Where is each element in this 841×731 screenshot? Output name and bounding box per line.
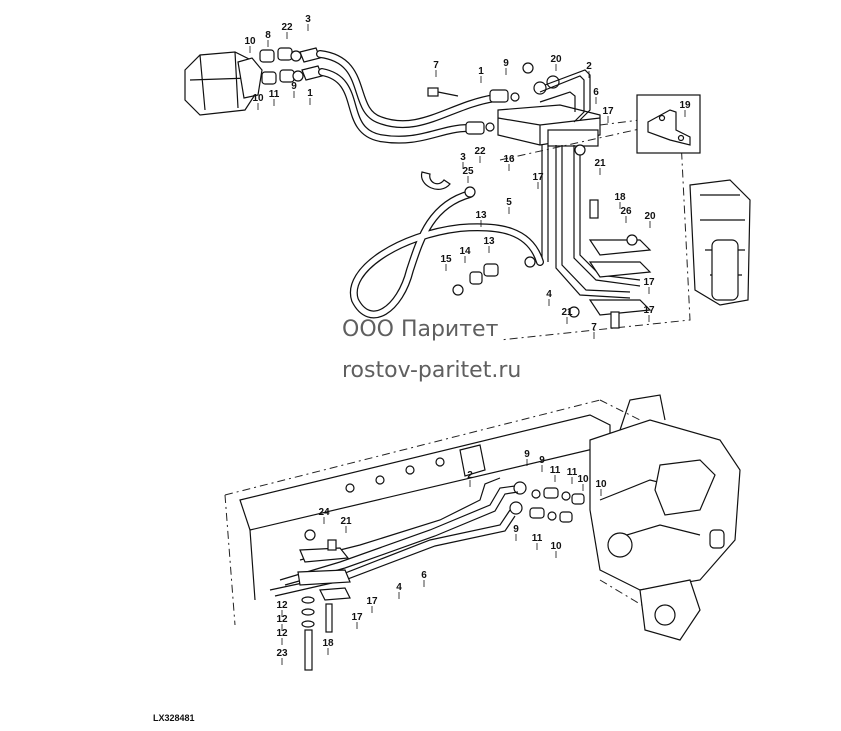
callout-17: 17 (602, 106, 614, 117)
callout-21: 21 (340, 516, 352, 527)
callout-11: 11 (532, 533, 543, 544)
callout-11: 11 (550, 465, 561, 476)
tube-clamps-bottom (297, 529, 351, 671)
callout-10: 10 (577, 474, 589, 485)
figure-code: LX328481 (153, 713, 195, 723)
rear-valve-block (589, 394, 741, 641)
callout-11: 11 (269, 89, 280, 100)
callout-5: 5 (506, 197, 512, 208)
callout-9: 9 (524, 449, 530, 460)
pump-housing (184, 51, 263, 116)
callout-17: 17 (351, 612, 363, 623)
callout-10: 10 (595, 479, 607, 490)
callout-21: 21 (594, 158, 606, 169)
callout-3: 3 (305, 14, 311, 25)
callout-14: 14 (459, 246, 471, 257)
callout-13: 13 (483, 236, 495, 247)
callout-1: 1 (478, 66, 484, 77)
frame-outline-top (499, 119, 691, 341)
callout-20: 20 (550, 54, 562, 65)
callout-9: 9 (291, 81, 297, 92)
rigid-tubes-top (539, 69, 641, 299)
inset-bracket-19 (636, 94, 701, 154)
callout-24: 24 (318, 507, 330, 518)
callout-20: 20 (644, 211, 656, 222)
pump-fittings (259, 47, 323, 85)
callout-1: 1 (307, 88, 313, 99)
callout-17: 17 (643, 305, 655, 316)
rigid-tubes-bottom (269, 477, 519, 597)
callout-6: 6 (593, 87, 599, 98)
callout-17: 17 (366, 596, 378, 607)
callout-12: 12 (276, 600, 288, 611)
callout-9: 9 (539, 455, 545, 466)
control-valve-top (689, 179, 751, 306)
callout-12: 12 (276, 614, 288, 625)
callout-17: 17 (532, 172, 544, 183)
callout-10: 10 (550, 541, 562, 552)
callout-6: 6 (421, 570, 427, 581)
callout-22: 22 (474, 146, 486, 157)
callout-11: 11 (567, 467, 578, 478)
callout-23: 23 (276, 648, 288, 659)
callout-12: 12 (276, 628, 288, 639)
frame-outline-bottom (224, 399, 651, 626)
callout-17: 17 (643, 277, 655, 288)
callout-7: 7 (591, 322, 597, 333)
callout-7: 7 (433, 60, 439, 71)
callout-2: 2 (467, 470, 473, 481)
callout-9: 9 (513, 524, 519, 535)
callout-8: 8 (265, 30, 271, 41)
callout-26: 26 (620, 206, 632, 217)
callout-19: 19 (679, 100, 691, 111)
callout-4: 4 (396, 582, 402, 593)
callout-10: 10 (252, 93, 264, 104)
callout-22: 22 (281, 22, 293, 33)
callout-18: 18 (322, 638, 334, 649)
hose-clamp-25 (421, 171, 451, 190)
callout-4: 4 (546, 289, 552, 300)
callout-25: 25 (462, 166, 474, 177)
callout-9: 9 (503, 58, 509, 69)
callout-13: 13 (475, 210, 487, 221)
watermark-url: rostov-paritet.ru (342, 358, 522, 383)
callout-15: 15 (440, 254, 452, 265)
pressure-hoses-top (316, 50, 499, 144)
callout-2: 2 (586, 61, 592, 72)
callout-16: 16 (503, 154, 515, 165)
fittings-13-14-15 (452, 186, 536, 296)
callout-21: 21 (561, 307, 573, 318)
callout-18: 18 (614, 192, 626, 203)
fittings-bottom (509, 481, 585, 523)
return-hose-5 (349, 190, 544, 319)
tube-clamps-top (568, 144, 652, 329)
watermark-company: ООО Паритет (342, 317, 499, 342)
valve-mounting-block (497, 104, 601, 147)
callout-10: 10 (244, 36, 256, 47)
bolt-7-top (427, 87, 459, 97)
callout-3: 3 (460, 152, 466, 163)
